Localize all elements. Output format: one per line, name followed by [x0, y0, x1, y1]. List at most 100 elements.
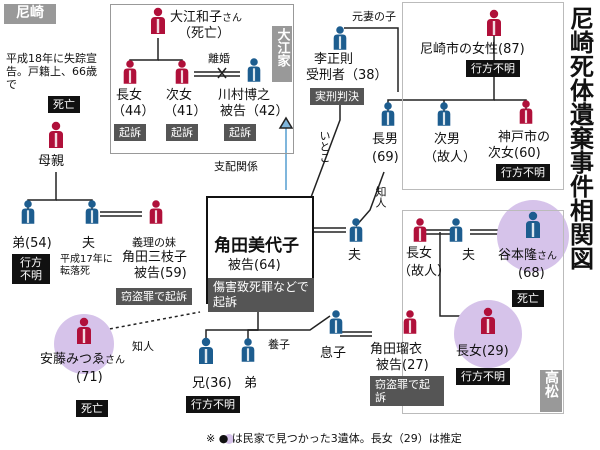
adopted-son-line [248, 315, 331, 331]
ando-figure [77, 317, 91, 344]
tak-husband-figure [449, 218, 463, 242]
amagasaki-woman-box [402, 2, 564, 190]
acquaintance2-line [103, 311, 201, 331]
mother-figure [49, 121, 63, 148]
region-takamatsu-label: 高松 [543, 370, 559, 398]
miyoko-age: (64) [254, 258, 281, 273]
tanimoto-name: 谷本隆さん [498, 248, 557, 263]
brother36-name-text: 兄 [192, 376, 206, 391]
tanimoto-honorific: さん [537, 251, 558, 262]
rui-role: 被告 [376, 358, 403, 373]
miyoko-husband-figure [349, 218, 363, 242]
oe-kazuko-honorific: さん [222, 13, 243, 24]
oe-kazuko-name-text: 大江和子 [170, 10, 223, 25]
oe-kazuko-name: 大江和子さん [170, 10, 242, 25]
control-arrowhead [278, 116, 294, 129]
miyoko-name: 角田美代子 [214, 236, 299, 256]
control-label: 支配関係 [214, 160, 258, 173]
eldest-son-name: 長男 [372, 132, 399, 147]
brother54-tag-text: 行方不明 [20, 256, 42, 282]
husband-missing-note-text: 平成17年に転落死 [60, 254, 113, 277]
lee-name: 李正則 [314, 52, 354, 67]
mieko-role-prefix: 義理の妹 [132, 236, 176, 249]
kobe-daughter-age: (60) [514, 146, 541, 161]
takamatsu-box [402, 210, 564, 414]
husband-missing-note: 平成17年に転落死 [60, 254, 114, 278]
eldest-son-figure [381, 102, 395, 126]
oe-kazuko-status: （死亡） [178, 26, 231, 41]
brother54-name: 弟(54) [12, 236, 52, 251]
kobe-daughter-name2-text: 次女 [488, 146, 515, 161]
daughter29-figure [481, 307, 495, 334]
ando-name: 安藤みつゑさん [40, 352, 125, 367]
cousin-line [309, 104, 341, 201]
rui-tag: 窃盗罪で起訴 [370, 376, 444, 406]
page-title-text: 尼崎死体遺棄事件相関図 [565, 6, 594, 270]
brother36-age: (36) [205, 376, 232, 391]
daughter29-tag: 行方不明 [456, 368, 510, 385]
lee-role: 受刑者 [306, 68, 346, 83]
miyoko-to-brother36 [205, 302, 259, 340]
amagasaki-woman-figure [487, 9, 501, 36]
kobe-daughter-name2: 次女(60) [488, 146, 541, 161]
kawamura-role-age: 被告（42） [220, 104, 289, 119]
tak-eldest-daughter-note: （故人） [398, 264, 451, 279]
rui-name: 角田瑠衣 [370, 342, 423, 357]
mieko-tag: 窃盗罪で起訴 [116, 288, 192, 305]
footnote: ※ ● は民家で見つかった3遺体。長女（29）は推定 [206, 432, 462, 445]
kobe-daughter-tag: 行方不明 [496, 164, 550, 181]
mieko-age: (59) [160, 266, 187, 281]
lee-age: （38） [345, 68, 388, 83]
footnote-dot [224, 434, 234, 444]
brother54-figure [21, 200, 35, 224]
missing-declared-text: 平成18年に失踪宣告。戸籍上、66歳で [6, 52, 97, 91]
miyoko-tag-text: 傷害致死罪などで起訴 [213, 280, 309, 309]
kawamura-figure [247, 58, 261, 82]
acquaintance-line [355, 171, 385, 227]
mieko-role-age: 被告(59) [134, 266, 187, 281]
region-oe: 大江家 [272, 26, 292, 82]
miyoko-to-younger-brother [247, 329, 258, 340]
second-son-name: 次男 [434, 132, 461, 147]
tanimoto-tag: 死亡 [512, 290, 544, 307]
miyoko-husband-name: 夫 [348, 248, 362, 263]
mother-to-husband [56, 199, 93, 212]
husband-missing-name: 夫 [82, 236, 96, 251]
kobe-daughter-name: 神戸市の [498, 130, 551, 145]
amagasaki-woman-tag: 行方不明 [466, 60, 520, 77]
tanimoto-figure [526, 211, 540, 238]
oe-eldest-daughter-age: （44） [112, 104, 155, 119]
missing-declared-note: 平成18年に失踪宣告。戸籍上、66歳で [6, 52, 104, 91]
mieko-role: 被告 [134, 266, 161, 281]
son-name: 息子 [320, 346, 347, 361]
rui-tag-text: 窃盗罪で起訴 [375, 378, 430, 404]
mieko-name: 角田三枝子 [122, 250, 188, 265]
brother54-name-text: 弟 [12, 236, 26, 251]
oe-eldest-daughter-figure [123, 60, 137, 84]
brother36-figure [199, 337, 213, 364]
acquaintance2-label: 知人 [132, 340, 154, 353]
adopted-son-label: 養子 [268, 338, 290, 351]
region-takamatsu: 高松 [540, 370, 562, 412]
oe-second-daughter-name: 次女 [166, 88, 193, 103]
ando-age: (71) [76, 370, 103, 385]
oe-family-box [110, 4, 294, 154]
rui-age: (27) [402, 358, 429, 373]
kawamura-age: （42） [246, 104, 289, 119]
person-figures [21, 7, 569, 444]
tak-eldest-daughter-name: 長女 [406, 246, 433, 261]
brother36-tag: 行方不明 [186, 396, 240, 413]
former-wife-child-line [344, 27, 399, 92]
lee-tag: 実刑判決 [310, 88, 364, 105]
brother54-tag: 行方不明 [12, 254, 50, 284]
amagasaki-woman-name: 尼崎市の女性(87) [420, 42, 525, 57]
former-wife-child-label: 元妻の子 [352, 10, 396, 23]
kawamura-role: 被告 [220, 104, 247, 119]
oe-kazuko-figure [151, 7, 165, 34]
daughter29-age: (29) [482, 344, 509, 359]
mieko-figure [149, 200, 163, 224]
second-son-figure [437, 102, 451, 126]
kawamura-tag: 起訴 [224, 124, 256, 141]
daughter29-name: 長女(29) [456, 344, 509, 359]
miyoko-role: 被告 [228, 258, 255, 273]
